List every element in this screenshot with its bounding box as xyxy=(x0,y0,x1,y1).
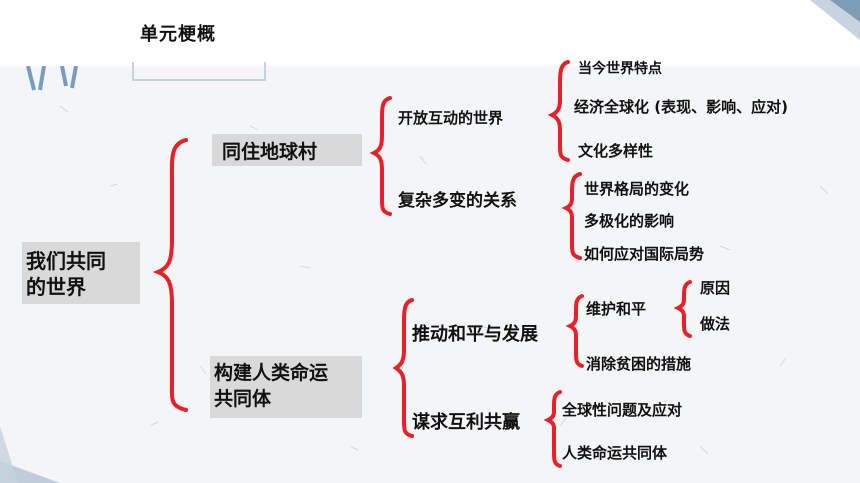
branch-global-village: 同住地球村 xyxy=(222,141,318,163)
node-mutual-benefit: 谋求互利共赢 xyxy=(412,412,520,433)
root-box xyxy=(22,242,140,304)
node-reason: 原因 xyxy=(700,279,731,297)
node-international-situation: 如何应对国际局势 xyxy=(584,245,705,263)
node-open-world: 开放互动的世界 xyxy=(398,109,504,127)
header-bar xyxy=(0,0,860,62)
node-cultural-diversity: 文化多样性 xyxy=(578,142,654,160)
node-method: 做法 xyxy=(700,315,731,333)
node-complex-relations: 复杂多变的关系 xyxy=(398,191,517,211)
node-economic-globalization: 经济全球化 (表现、影响、应对) xyxy=(574,98,788,116)
board-texture xyxy=(0,66,829,483)
node-community-future: 人类命运共同体 xyxy=(562,444,668,462)
node-multipolarity: 多极化的影响 xyxy=(584,212,675,230)
node-world-pattern: 世界格局的变化 xyxy=(584,180,690,198)
node-maintain-peace: 维护和平 xyxy=(586,300,647,318)
diagram-board xyxy=(0,66,860,483)
page-title: 单元梗概 xyxy=(140,24,216,45)
node-global-issues: 全球性问题及应对 xyxy=(562,401,683,419)
branch-shared-future: 构建人类命运 共同体 xyxy=(214,362,329,410)
corner-accent xyxy=(810,0,860,40)
node-peace-development: 推动和平与发展 xyxy=(412,324,538,345)
node-world-features: 当今世界特点 xyxy=(578,61,662,77)
title-frame xyxy=(132,62,266,81)
branch2-box xyxy=(210,356,362,418)
branch1-box xyxy=(212,134,362,166)
node-eliminate-poverty: 消除贫困的措施 xyxy=(586,355,692,373)
root-node: 我们共同 的世界 xyxy=(26,249,106,299)
